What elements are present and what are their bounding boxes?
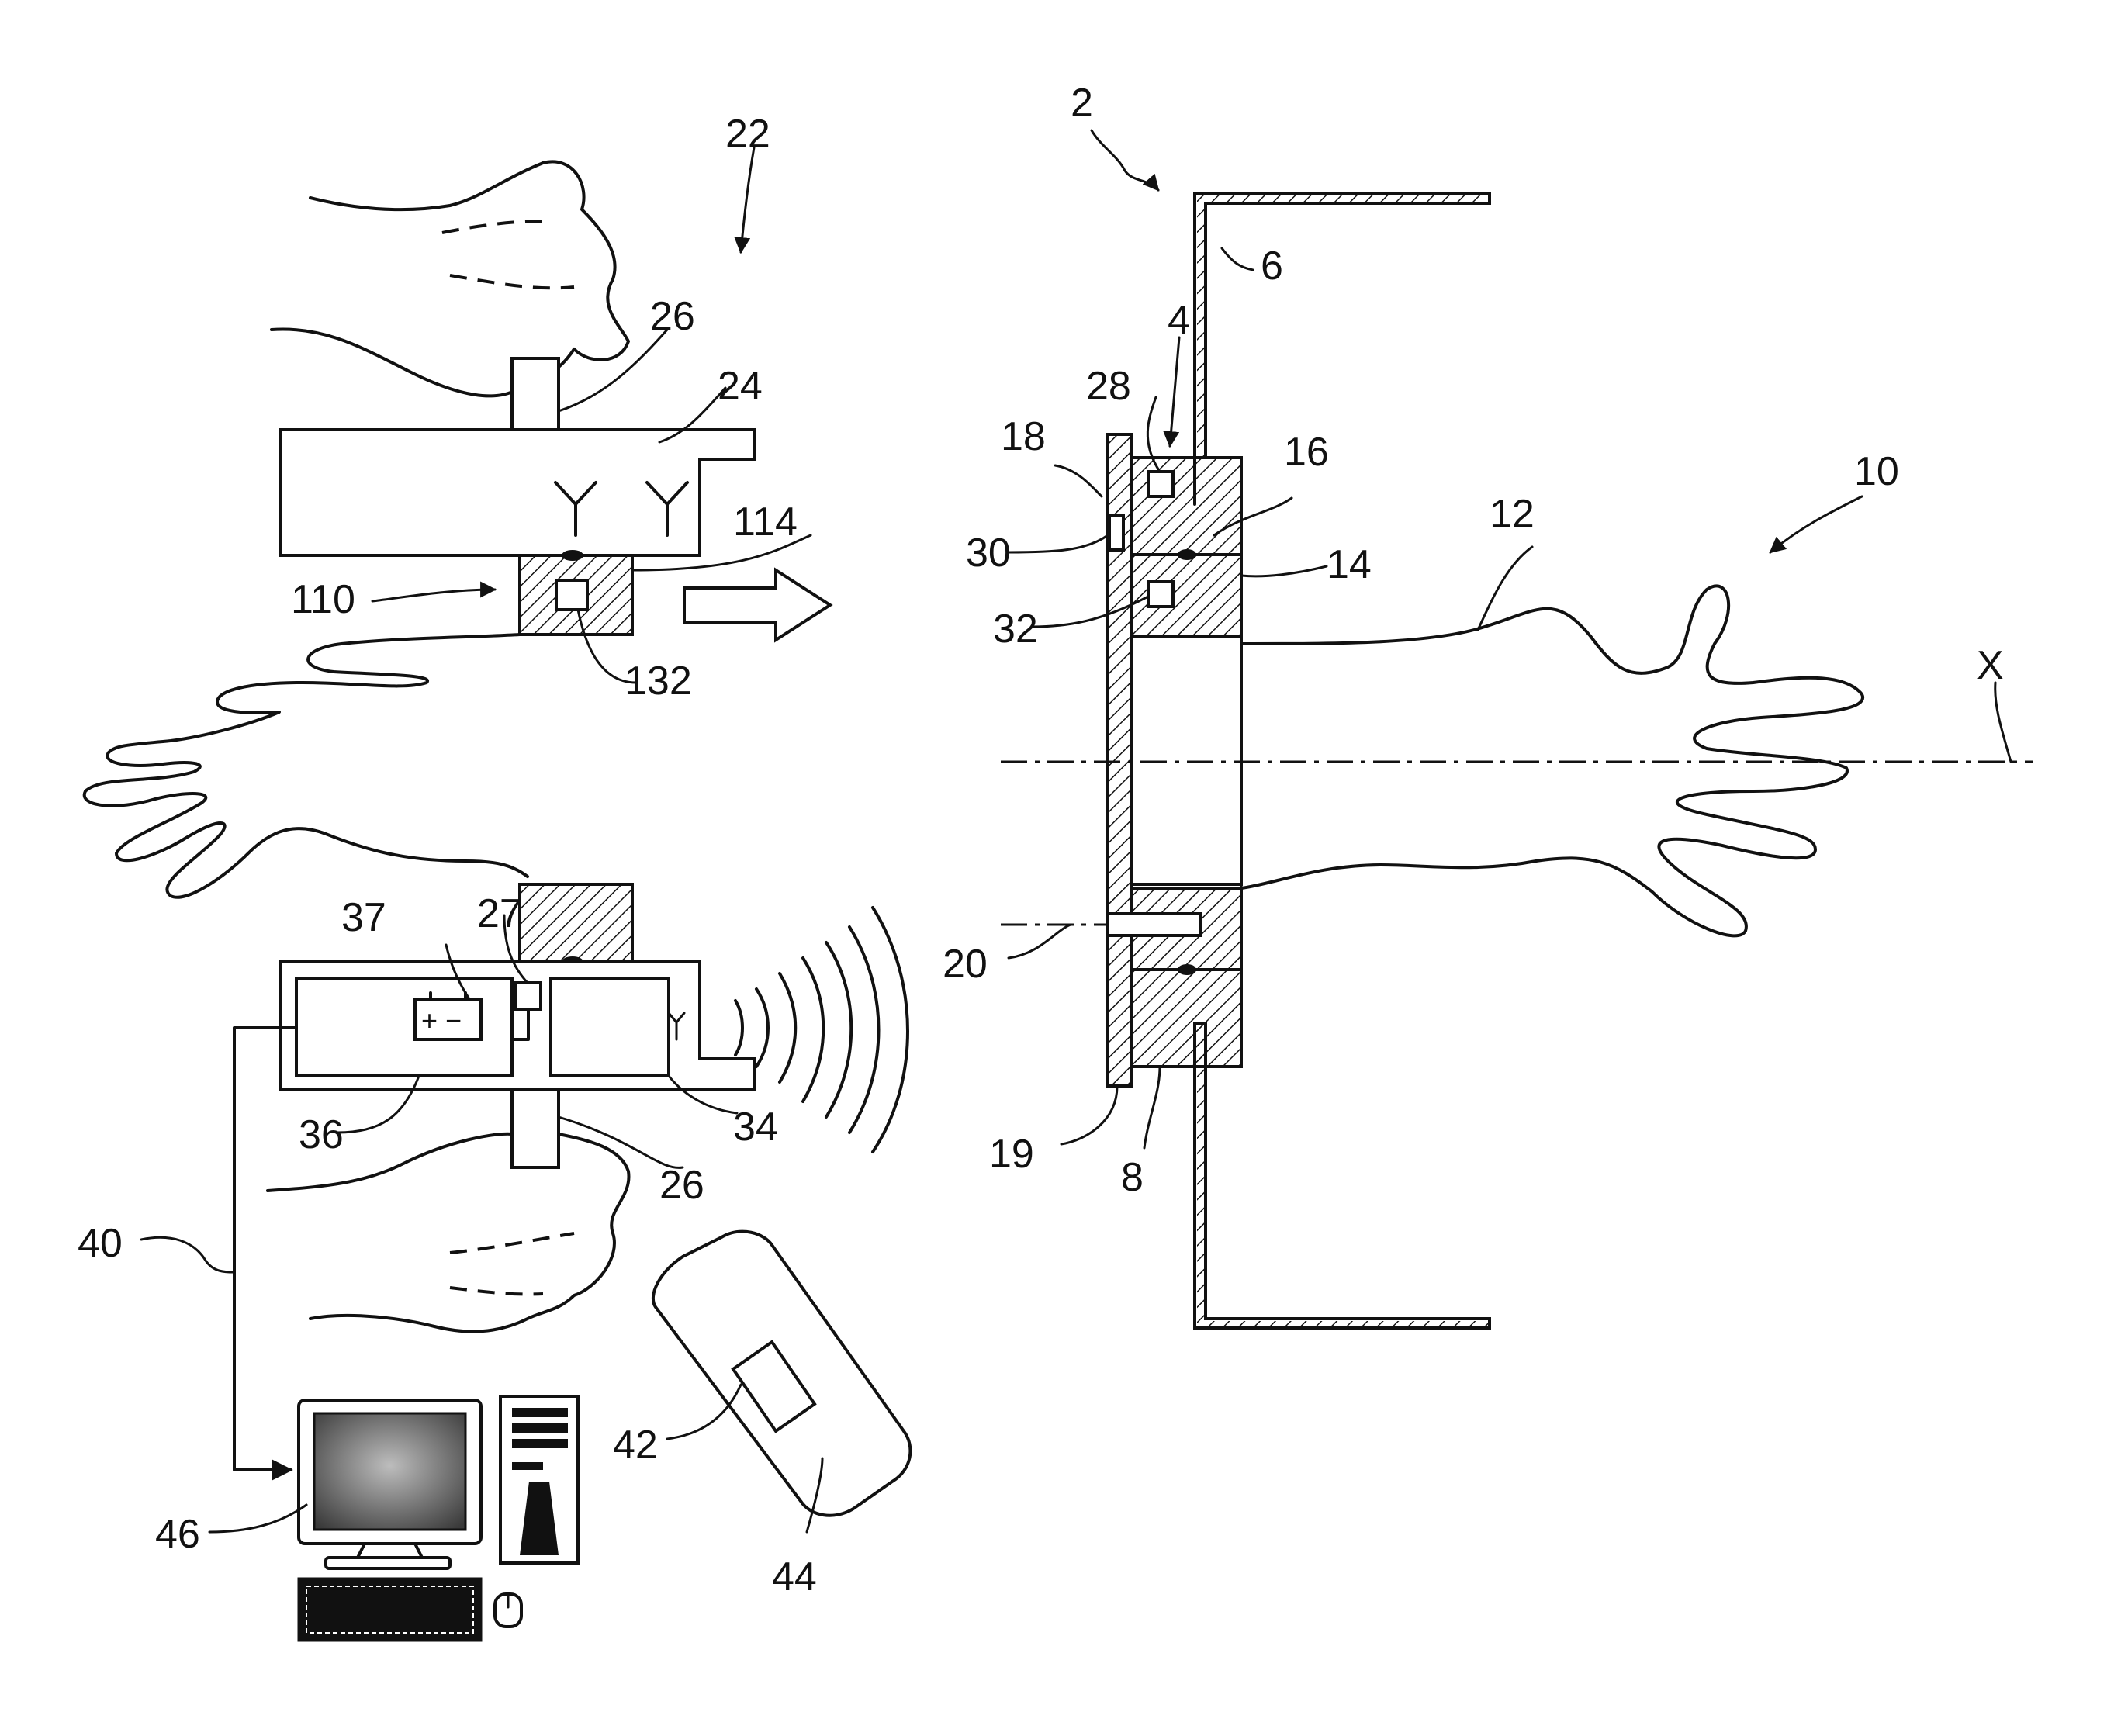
label-4: 4 [1168, 298, 1190, 343]
label-44: 44 [772, 1554, 817, 1599]
label-26-upper: 26 [650, 294, 695, 339]
label-20: 20 [943, 942, 988, 987]
reference-labels: 2 6 4 28 18 16 30 14 32 12 10 X 20 19 8 … [78, 81, 2004, 1599]
transfer-tool-upper [85, 161, 754, 897]
badge-card-icon [653, 1232, 911, 1516]
label-34: 34 [733, 1105, 778, 1150]
sensor-32 [1148, 582, 1173, 607]
computer-icon [299, 1396, 578, 1641]
label-36: 36 [299, 1112, 344, 1157]
label-27: 27 [477, 891, 522, 936]
label-42: 42 [613, 1423, 658, 1468]
label-22: 22 [725, 112, 770, 157]
label-110: 110 [291, 577, 355, 622]
label-10: 10 [1854, 449, 1899, 494]
svg-text:+ −: + − [421, 1005, 462, 1036]
label-30: 30 [966, 531, 1011, 576]
outer-ring-bottom [1131, 970, 1241, 1067]
connection-line [234, 1028, 296, 1470]
label-18: 18 [1001, 414, 1046, 459]
label-37: 37 [341, 895, 386, 940]
label-46: 46 [155, 1512, 200, 1557]
label-2: 2 [1071, 81, 1093, 126]
sensor-28 [1148, 472, 1173, 496]
label-16: 16 [1284, 430, 1329, 475]
label-x: X [1977, 643, 2004, 688]
seal-top [1178, 549, 1196, 560]
transfer-tool-lower: + − [268, 884, 908, 1332]
label-24: 24 [718, 364, 763, 409]
label-114: 114 [733, 500, 798, 545]
label-28: 28 [1086, 364, 1131, 409]
label-32: 32 [993, 607, 1038, 652]
label-132: 132 [625, 659, 692, 704]
label-14: 14 [1327, 542, 1372, 587]
sensor-30 [1109, 516, 1123, 550]
locking-pin [1108, 914, 1201, 935]
label-40: 40 [78, 1221, 123, 1266]
label-26-lower: 26 [659, 1163, 704, 1208]
seal-bottom [1178, 964, 1196, 975]
plate-window [1131, 636, 1241, 884]
label-6: 6 [1261, 244, 1283, 289]
arrow-right-icon [684, 570, 830, 640]
label-19: 19 [989, 1132, 1034, 1177]
label-12: 12 [1490, 492, 1535, 537]
battery-icon: + − [415, 993, 481, 1039]
label-8: 8 [1121, 1155, 1144, 1200]
